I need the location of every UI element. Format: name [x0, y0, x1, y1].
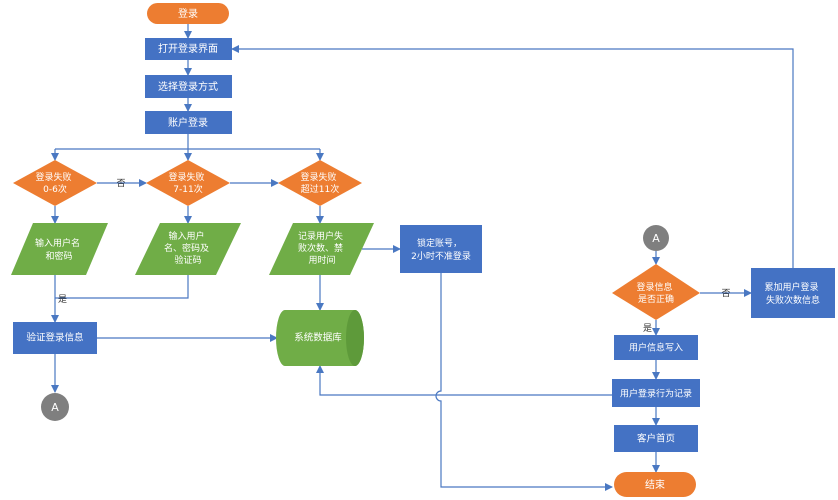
node-connector-left-label: A [51, 401, 59, 414]
node-input-user-pwd-line1: 输入用户名 [35, 237, 80, 249]
node-record-behavior[interactable]: 用户登录行为记录 [612, 379, 700, 407]
node-end-label: 结束 [645, 478, 665, 491]
node-accumulate-fail[interactable]: 累加用户登录 失败次数信息 [751, 268, 835, 318]
node-fail-0-6-line1: 登录失败 [36, 171, 72, 183]
node-accumulate-fail-line1: 累加用户登录 [765, 281, 819, 293]
node-record-fail-line2: 败次数、禁 [298, 242, 343, 254]
node-connector-right-label: A [652, 232, 660, 245]
node-input-user-pwd-code-label: 输入用户 名、密码及 验证码 [164, 230, 212, 266]
node-write-user-info-label: 用户信息写入 [629, 342, 683, 354]
node-input-user-pwd-code-line1: 输入用户 [169, 230, 205, 242]
connector-lines [51, 24, 794, 491]
node-connector-left[interactable]: A [41, 393, 69, 421]
label-no-2: 否 [721, 288, 730, 299]
node-verify-login-label: 验证登录信息 [26, 332, 83, 344]
node-input-user-pwd[interactable]: 输入用户名 和密码 [11, 223, 108, 275]
node-end[interactable]: 结束 [614, 472, 696, 497]
node-account-login[interactable]: 账户登录 [145, 111, 232, 134]
node-fail-0-6-line2: 0-6次 [43, 183, 67, 195]
edge-input2-merge [55, 275, 189, 299]
node-lock-account[interactable]: 锁定账号， 2小时不准登录 [400, 225, 482, 273]
node-open-login[interactable]: 打开登录界面 [145, 38, 232, 60]
node-fail-7-11[interactable]: 登录失败 7-11次 [146, 160, 230, 206]
node-fail-over-11-line2: 超过11次 [301, 183, 339, 195]
node-verify-login[interactable]: 验证登录信息 [13, 322, 97, 354]
node-fail-over-11[interactable]: 登录失败 超过11次 [278, 160, 362, 206]
label-yes-2: 是 [643, 323, 652, 334]
node-lock-account-line1: 锁定账号， [417, 237, 462, 249]
node-login-correct[interactable]: 登录信息 是否正确 [612, 264, 700, 320]
label-no-1: 否 [116, 178, 125, 189]
node-login-correct-line1: 登录信息 [637, 281, 673, 293]
node-choose-method[interactable]: 选择登录方式 [145, 75, 232, 98]
node-account-login-label: 账户登录 [168, 116, 208, 129]
node-lock-account-label: 锁定账号， 2小时不准登录 [411, 237, 471, 262]
node-input-user-pwd-code-line2: 名、密码及 [164, 242, 209, 254]
node-record-fail-line1: 记录用户失 [298, 230, 343, 242]
node-fail-0-6[interactable]: 登录失败 0-6次 [13, 160, 97, 206]
node-record-fail[interactable]: 记录用户失 败次数、禁 用时间 [269, 223, 374, 275]
edge-record-db-return [316, 365, 612, 396]
node-lock-account-line2: 2小时不准登录 [411, 250, 471, 262]
node-fail-over-11-label: 登录失败 超过11次 [301, 171, 340, 195]
node-customer-home[interactable]: 客户首页 [614, 425, 698, 452]
edge-accumulate-open [231, 45, 794, 268]
node-connector-right[interactable]: A [643, 225, 669, 251]
node-input-user-pwd-line2: 和密码 [45, 250, 72, 262]
node-open-login-label: 打开登录界面 [158, 42, 218, 55]
node-customer-home-label: 客户首页 [637, 433, 675, 445]
node-record-behavior-label: 用户登录行为记录 [620, 388, 692, 400]
edge-lock-end [435, 273, 613, 491]
node-fail-over-11-line1: 登录失败 [301, 171, 337, 183]
node-record-fail-label: 记录用户失 败次数、禁 用时间 [298, 230, 346, 266]
node-accumulate-fail-line2: 失败次数信息 [766, 294, 820, 306]
node-accumulate-fail-label: 累加用户登录 失败次数信息 [765, 281, 822, 306]
node-system-db[interactable]: 系统数据库 [276, 310, 364, 366]
node-input-user-pwd-code-line3: 验证码 [174, 254, 201, 266]
node-fail-0-6-label: 登录失败 0-6次 [36, 171, 75, 195]
node-write-user-info[interactable]: 用户信息写入 [614, 335, 698, 360]
node-input-user-pwd-code[interactable]: 输入用户 名、密码及 验证码 [135, 223, 241, 275]
node-system-db-label: 系统数据库 [294, 332, 342, 344]
label-yes-1: 是 [58, 294, 67, 305]
node-input-user-pwd-label: 输入用户名 和密码 [35, 237, 83, 262]
node-choose-method-label: 选择登录方式 [158, 80, 218, 93]
node-fail-7-11-label: 登录失败 7-11次 [169, 171, 208, 195]
node-start-label: 登录 [178, 7, 198, 20]
node-login-correct-label: 登录信息 是否正确 [637, 281, 676, 305]
node-record-fail-line3: 用时间 [308, 254, 335, 266]
node-fail-7-11-line2: 7-11次 [173, 183, 202, 195]
node-login-correct-line2: 是否正确 [638, 293, 674, 305]
node-start[interactable]: 登录 [147, 3, 229, 24]
node-fail-7-11-line1: 登录失败 [169, 171, 205, 183]
